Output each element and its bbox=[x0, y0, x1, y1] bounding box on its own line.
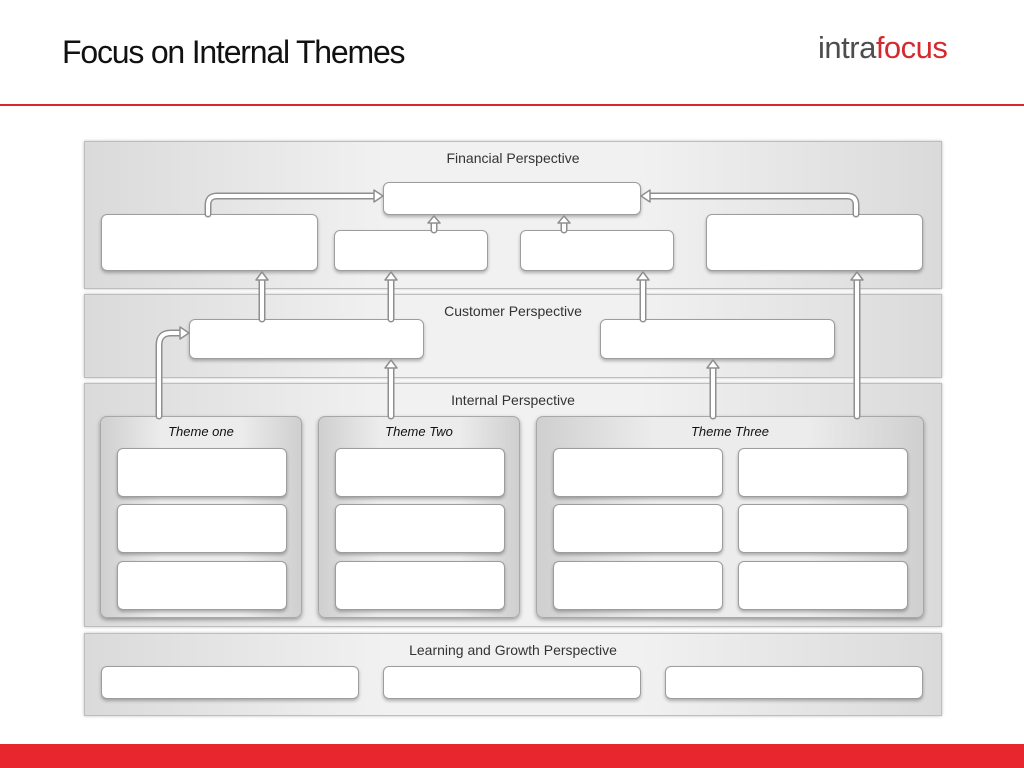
logo-part-intra: intra bbox=[818, 30, 876, 65]
arrow-theme-one-to-customer bbox=[155, 326, 190, 420]
arrow-financial-two-to-top bbox=[427, 215, 441, 234]
theme-two-title: Theme Two bbox=[385, 424, 453, 439]
theme-three-objective-box-2 bbox=[738, 448, 908, 497]
learning-objective-box-2 bbox=[383, 666, 641, 699]
theme-one-panel: Theme one bbox=[100, 416, 302, 618]
customer-objective-box-1 bbox=[189, 319, 424, 359]
theme-two-objective-box-2 bbox=[335, 504, 505, 553]
theme-three-objective-box-3 bbox=[553, 504, 723, 553]
customer-objective-box-2 bbox=[600, 319, 835, 359]
header-divider bbox=[0, 104, 1024, 106]
arrow-theme-two-to-customer bbox=[384, 359, 398, 420]
learning-objective-box-1 bbox=[101, 666, 359, 699]
logo-part-focus: focus bbox=[875, 30, 948, 65]
theme-two-objective-box-1 bbox=[335, 448, 505, 497]
arrow-theme-three-to-financial bbox=[850, 271, 864, 420]
theme-three-panel: Theme Three bbox=[536, 416, 924, 618]
financial-perspective-label: Financial Perspective bbox=[446, 150, 580, 166]
theme-one-objective-box-3 bbox=[117, 561, 287, 610]
footer-bar bbox=[0, 744, 1024, 768]
arrow-financial-four-to-top bbox=[640, 189, 860, 218]
slide-title: Focus on Internal Themes bbox=[62, 34, 406, 70]
financial-objective-box-4 bbox=[706, 214, 923, 271]
learning-objective-box-3 bbox=[665, 666, 923, 699]
intrafocus-logo: intrafocus bbox=[818, 30, 948, 66]
theme-one-objective-box-2 bbox=[117, 504, 287, 553]
theme-two-objective-box-3 bbox=[335, 561, 505, 610]
theme-three-objective-box-4 bbox=[738, 504, 908, 553]
theme-two-panel: Theme Two bbox=[318, 416, 520, 618]
financial-top-objective-box bbox=[383, 182, 641, 215]
arrow-customer-one-to-financial-one bbox=[255, 271, 269, 323]
financial-objective-box-3 bbox=[520, 230, 674, 271]
theme-three-title: Theme Three bbox=[690, 424, 770, 439]
internal-perspective-label: Internal Perspective bbox=[451, 392, 575, 408]
theme-one-title: Theme one bbox=[168, 424, 234, 439]
theme-three-objective-box-1 bbox=[553, 448, 723, 497]
customer-perspective-label: Customer Perspective bbox=[444, 303, 582, 319]
financial-objective-box-2 bbox=[334, 230, 488, 271]
arrow-customer-one-to-financial-two bbox=[384, 271, 398, 323]
theme-one-objective-box-1 bbox=[117, 448, 287, 497]
theme-three-objective-box-5 bbox=[553, 561, 723, 610]
arrow-theme-three-to-customer bbox=[706, 359, 720, 420]
theme-three-objective-box-6 bbox=[738, 561, 908, 610]
arrow-financial-three-to-top bbox=[557, 215, 571, 234]
arrow-customer-two-to-financial-three bbox=[636, 271, 650, 323]
learning-growth-perspective-label: Learning and Growth Perspective bbox=[409, 642, 617, 658]
arrow-financial-one-to-top bbox=[204, 189, 384, 218]
